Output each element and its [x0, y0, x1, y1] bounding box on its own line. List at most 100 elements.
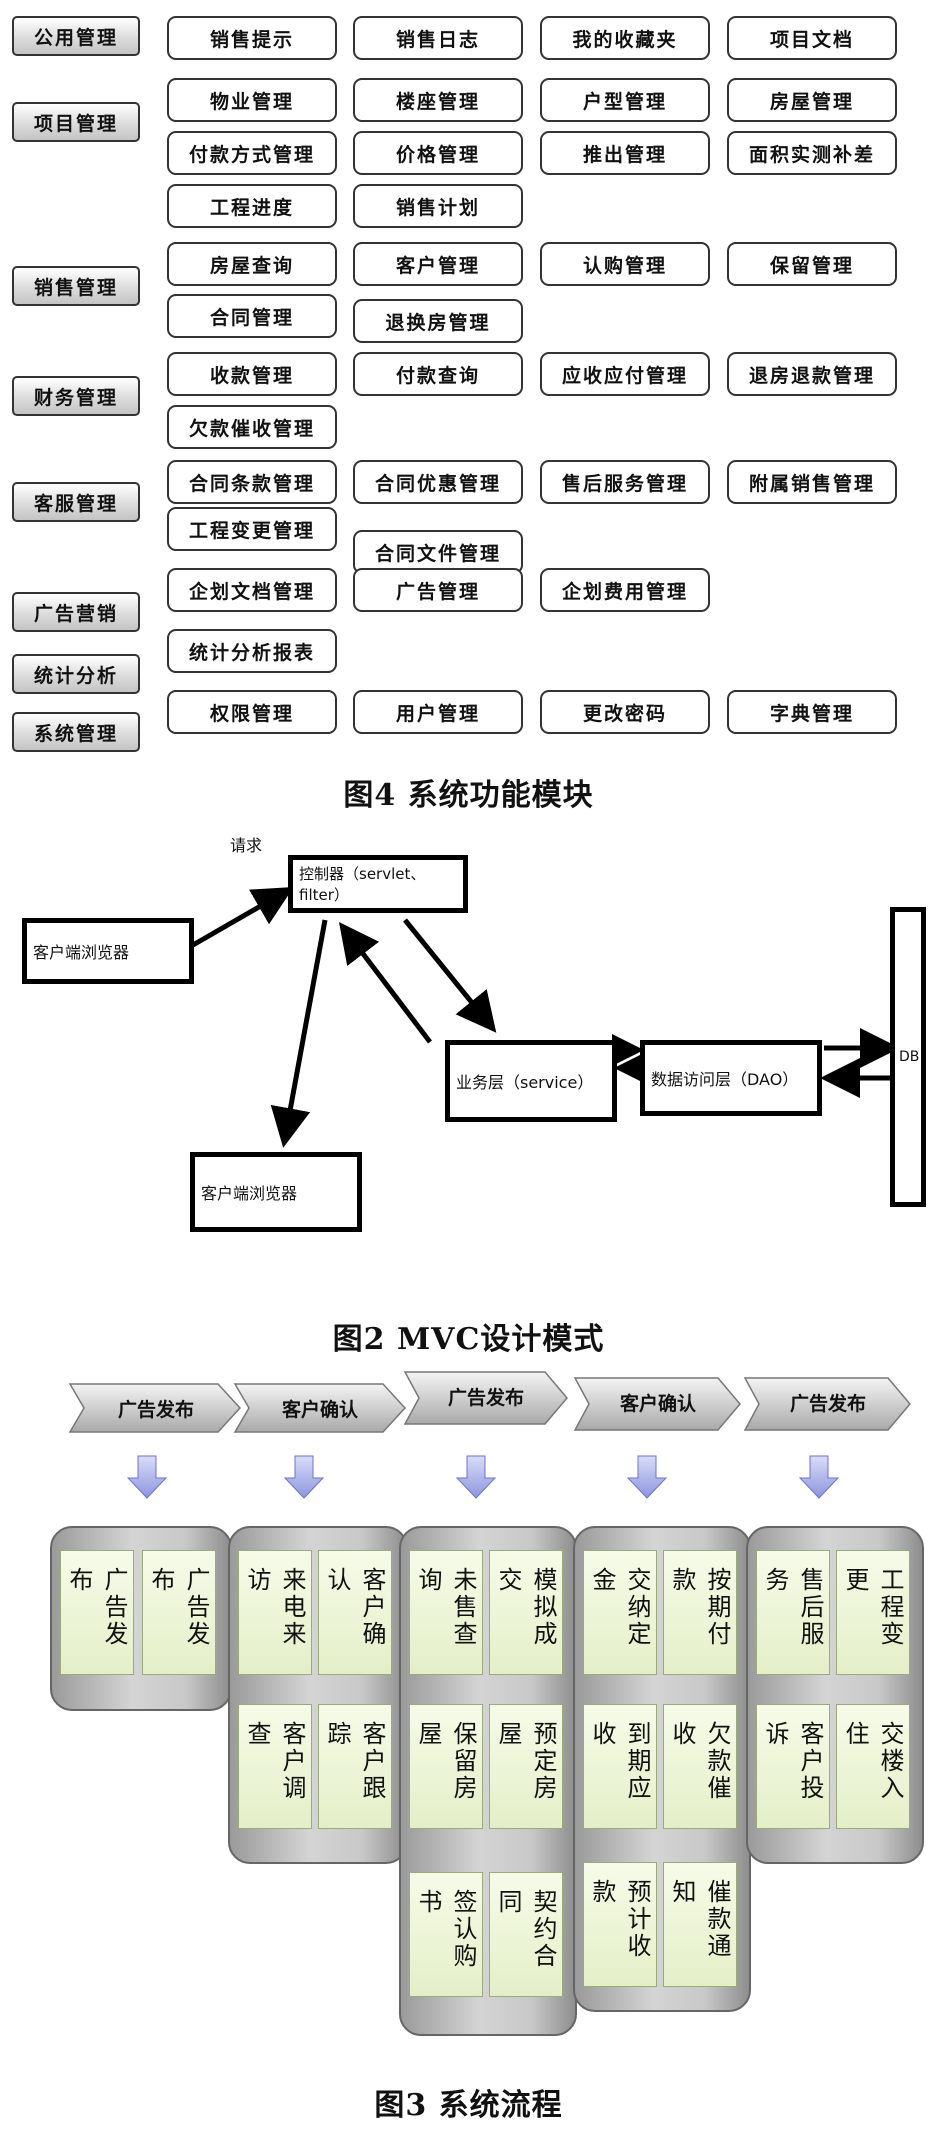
down-arrow-5 [798, 1455, 840, 1499]
stage-arrows [68, 1371, 911, 1499]
stage-arrow-2 [233, 1383, 407, 1433]
card: 广告发布 [142, 1550, 216, 1675]
card: 交纳定金 [583, 1550, 657, 1675]
module-refund: 退房退款管理 [727, 352, 897, 396]
module-subscription: 认购管理 [540, 242, 710, 286]
card: 预定房屋 [489, 1704, 563, 1829]
category-finance: 财务管理 [12, 376, 140, 416]
card: 交楼入住 [836, 1704, 910, 1829]
db-box: DB [890, 907, 926, 1207]
module-payment-query: 付款查询 [353, 352, 523, 396]
controller-box: 控制器（servlet、filter） [288, 855, 468, 913]
module-permission: 权限管理 [167, 690, 337, 734]
category-project: 项目管理 [12, 102, 140, 142]
module-property: 物业管理 [167, 78, 337, 122]
module-unit-type: 户型管理 [540, 78, 710, 122]
category-sales: 销售管理 [12, 266, 140, 306]
stage-arrow-5 [743, 1377, 911, 1431]
module-receivable-payable: 应收应付管理 [540, 352, 710, 396]
category-common: 公用管理 [12, 16, 140, 56]
mvc-arrows [191, 887, 900, 1148]
module-building: 楼座管理 [353, 78, 523, 122]
arrow-controller-to-client [270, 919, 328, 1148]
card: 来电来访 [238, 1550, 312, 1675]
card: 售后服务 [756, 1550, 830, 1675]
module-progress: 工程进度 [167, 184, 337, 228]
stage-label-4: 客户确认 [620, 1393, 697, 1415]
module-customer: 客户管理 [353, 242, 523, 286]
category-system: 系统管理 [12, 712, 140, 752]
module-user: 用户管理 [353, 690, 523, 734]
module-contract: 合同管理 [167, 294, 337, 338]
arrow-controller-to-service [403, 918, 497, 1033]
down-arrow-2 [283, 1455, 325, 1499]
card: 欠款催收 [663, 1704, 737, 1829]
module-house: 房屋管理 [727, 78, 897, 122]
figure-4-caption: 图4 系统功能模块 [343, 778, 594, 813]
module-sales-tips: 销售提示 [167, 16, 337, 60]
card: 按期付款 [663, 1550, 737, 1675]
card: 未售查询 [409, 1550, 483, 1675]
card: 客户投诉 [756, 1704, 830, 1829]
request-label: 请求 [230, 836, 263, 855]
category-advertising: 广告营销 [12, 592, 140, 632]
module-exchange-return: 退换房管理 [353, 299, 523, 343]
figure-3-caption: 图3 系统流程 [374, 2088, 563, 2123]
module-house-query: 房屋查询 [167, 242, 337, 286]
module-contract-files: 合同文件管理 [353, 530, 523, 574]
card: 模拟成交 [489, 1550, 563, 1675]
module-project-docs: 项目文档 [727, 16, 897, 60]
module-reservation: 保留管理 [727, 242, 897, 286]
module-planning-docs: 企划文档管理 [167, 568, 337, 612]
card: 到期应收 [583, 1704, 657, 1829]
stage-label-3: 广告发布 [448, 1387, 525, 1409]
module-collection: 收款管理 [167, 352, 337, 396]
card: 签认购书 [409, 1872, 483, 1997]
module-stat-report: 统计分析报表 [167, 629, 337, 673]
card: 催款通知 [663, 1862, 737, 1987]
service-box: 业务层（service） [445, 1040, 617, 1122]
arrow-client-to-controller [191, 887, 294, 948]
module-engineering-change: 工程变更管理 [167, 507, 337, 551]
stage-label-5: 广告发布 [790, 1393, 867, 1415]
category-customer-service: 客服管理 [12, 482, 140, 522]
module-contract-terms: 合同条款管理 [167, 460, 337, 504]
module-ancillary-sales: 附属销售管理 [727, 460, 897, 504]
stage-arrow-1 [68, 1383, 242, 1433]
module-advertising: 广告管理 [353, 568, 523, 612]
card: 广告发布 [60, 1550, 134, 1675]
figure-2-caption: 图2 MVC设计模式 [332, 1322, 605, 1357]
card: 保留房屋 [409, 1704, 483, 1829]
stage-label-1: 广告发布 [118, 1399, 195, 1421]
module-dictionary: 字典管理 [727, 690, 897, 734]
down-arrow-4 [626, 1455, 668, 1499]
module-sales-plan: 销售计划 [353, 184, 523, 228]
module-launch: 推出管理 [540, 131, 710, 175]
module-area-adjust: 面积实测补差 [727, 131, 897, 175]
module-contract-discount: 合同优惠管理 [353, 460, 523, 504]
card: 客户跟踪 [318, 1704, 392, 1829]
stage-arrow-3 [403, 1371, 568, 1425]
down-arrow-3 [455, 1455, 497, 1499]
card: 客户调查 [238, 1704, 312, 1829]
client-browser-bottom: 客户端浏览器 [190, 1152, 362, 1232]
arrow-service-to-controller [338, 922, 432, 1044]
module-change-password: 更改密码 [540, 690, 710, 734]
card: 客户确认 [318, 1550, 392, 1675]
module-favorites: 我的收藏夹 [540, 16, 710, 60]
card: 预计收款 [583, 1862, 657, 1987]
module-sales-log: 销售日志 [353, 16, 523, 60]
module-price: 价格管理 [353, 131, 523, 175]
client-browser-top: 客户端浏览器 [22, 918, 194, 984]
module-after-sales: 售后服务管理 [540, 460, 710, 504]
card: 工程变更 [836, 1550, 910, 1675]
dao-box: 数据访问层（DAO） [640, 1040, 822, 1116]
down-arrow-1 [126, 1455, 168, 1499]
card: 契约合同 [489, 1872, 563, 1997]
module-payment-method: 付款方式管理 [167, 131, 337, 175]
module-arrears: 欠款催收管理 [167, 405, 337, 449]
category-statistics: 统计分析 [12, 654, 140, 694]
stage-arrow-4 [573, 1377, 741, 1431]
stage-label-2: 客户确认 [282, 1399, 359, 1421]
module-planning-cost: 企划费用管理 [540, 568, 710, 612]
